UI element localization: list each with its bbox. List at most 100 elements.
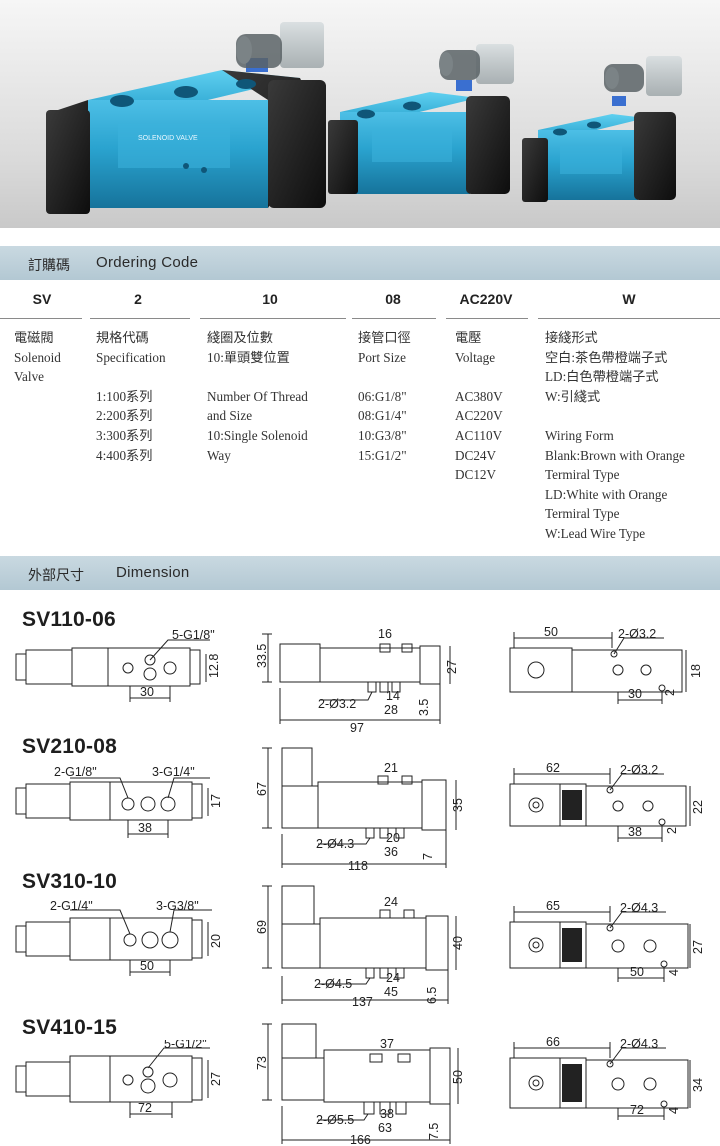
solenoid-valves-illustration: SOLENOID VALVE bbox=[46, 22, 682, 214]
code-line-item: 電壓 bbox=[455, 330, 482, 345]
code-line-item: Termiral Type bbox=[545, 467, 620, 483]
model-title-sv110: SV110-06 bbox=[22, 608, 116, 631]
sv310-side-coil: 69 bbox=[256, 920, 269, 934]
valve-large: SOLENOID VALVE bbox=[46, 22, 326, 214]
sv210-bottom-f: 2 bbox=[665, 827, 679, 834]
sv210-bottom-h: 22 bbox=[691, 800, 705, 814]
code-line-item: 10:Single Solenoid bbox=[207, 427, 308, 443]
sv410-side-total: 166 bbox=[350, 1133, 371, 1146]
model-title-sv210: SV210-08 bbox=[22, 735, 118, 758]
ordering-code-title-en: Ordering Code bbox=[96, 254, 199, 271]
product-photo: SOLENOID VALVE bbox=[0, 0, 720, 228]
code-line-item: DC24V bbox=[455, 447, 497, 463]
sv310-top-view: 2-G1/4" 3-G3/8" 50 20 bbox=[10, 899, 230, 989]
sv410-side-d2: 63 bbox=[378, 1121, 392, 1135]
model-title-sv410: SV410-15 bbox=[22, 1016, 118, 1039]
code-line-item: AC110V bbox=[455, 427, 503, 443]
sv410-bottom-holes: 2-Ø4.3 bbox=[620, 1037, 658, 1051]
sv410-bottom-h: 34 bbox=[691, 1078, 705, 1092]
sv310-bottom-holes: 2-Ø4.3 bbox=[620, 901, 658, 915]
code-head-coil: 10 bbox=[262, 291, 278, 307]
sv210-side-foot: 7 bbox=[421, 853, 435, 860]
sv110-top-port: 5-G1/8" bbox=[172, 630, 215, 642]
ordering-code-title-cn: 訂購碼 bbox=[28, 258, 70, 274]
code-line-item bbox=[358, 367, 411, 387]
code-head-wiring: W bbox=[622, 291, 636, 307]
sv110-side-d1: 14 bbox=[386, 689, 400, 703]
sv210-top-height: 17 bbox=[209, 794, 223, 808]
sv410-top-port: 5-G1/2" bbox=[164, 1040, 207, 1051]
code-line-item: Way bbox=[207, 447, 231, 463]
code-head-port: 08 bbox=[385, 291, 401, 307]
code-line-item: 15:G1/2" bbox=[358, 447, 407, 463]
code-underline-sv bbox=[0, 318, 82, 319]
code-line-item: Termiral Type bbox=[545, 506, 620, 522]
sv310-bottom-f: 4 bbox=[667, 969, 681, 976]
sv310-side-d1: 24 bbox=[386, 971, 400, 985]
sv110-bottom-f: 2 bbox=[663, 689, 677, 696]
code-line-item: Solenoid bbox=[14, 349, 61, 365]
sv310-side-holes: 2-Ø4.5 bbox=[314, 977, 352, 991]
sv110-side-foot: 3.5 bbox=[417, 699, 431, 716]
sv410-side-coil: 73 bbox=[256, 1056, 269, 1070]
sv310-side-pitch: 24 bbox=[384, 895, 398, 909]
code-line-item: 2:200系列 bbox=[96, 408, 153, 424]
code-line-item: Number Of Thread bbox=[207, 388, 308, 404]
sv210-side-d1: 20 bbox=[386, 831, 400, 845]
code-line-item: 綫圈及位數 bbox=[207, 330, 273, 345]
code-line-item: 08:G1/4" bbox=[358, 408, 407, 424]
sv410-bottom-w: 72 bbox=[630, 1103, 644, 1117]
sv410-side-holes: 2-Ø5.5 bbox=[316, 1113, 354, 1127]
sv210-side-total: 118 bbox=[348, 859, 368, 872]
code-line-item: 規格代碼 bbox=[96, 330, 149, 345]
valve-small bbox=[522, 56, 682, 202]
sv410-side-height: 50 bbox=[451, 1070, 465, 1084]
code-head-voltage: AC220V bbox=[459, 291, 513, 307]
sv110-side-coil: 33.5 bbox=[256, 644, 269, 668]
sv110-top-height: 12.8 bbox=[207, 654, 221, 678]
code-line-item: 06:G1/8" bbox=[358, 388, 407, 404]
sv210-top-view: 2-G1/8" 3-G1/4" 38 17 bbox=[10, 764, 230, 849]
sv410-bottom-f: 4 bbox=[667, 1107, 681, 1114]
code-line-item bbox=[96, 367, 166, 387]
valve-label-large: SOLENOID VALVE bbox=[138, 135, 198, 142]
code-underline-spec bbox=[90, 318, 190, 319]
sv210-side-pitch: 21 bbox=[384, 761, 398, 775]
sv110-bottom-len: 50 bbox=[544, 626, 558, 639]
code-line-item: 3:300系列 bbox=[96, 427, 153, 443]
code-underline-wiring bbox=[538, 318, 720, 319]
code-head-spec: 2 bbox=[134, 291, 142, 307]
sv210-side-coil: 67 bbox=[256, 782, 269, 796]
code-line-item: 4:400系列 bbox=[96, 447, 153, 463]
code-line-item: Specification bbox=[96, 349, 166, 365]
sv310-side-foot: 6.5 bbox=[425, 987, 439, 1004]
sv110-side-d2: 28 bbox=[384, 703, 398, 717]
sv310-side-view: 24 40 69 2-Ø4.5 24 45 6.5 137 bbox=[255, 882, 466, 1013]
sv210-bottom-holes: 2-Ø3.2 bbox=[620, 763, 658, 777]
sv310-top-width: 50 bbox=[140, 959, 154, 973]
sv210-bottom-w: 38 bbox=[628, 825, 642, 839]
sv410-bottom-len: 66 bbox=[546, 1036, 560, 1049]
valve-medium bbox=[328, 44, 514, 194]
dimension-title-en: Dimension bbox=[116, 564, 190, 581]
sv310-top-port-right: 3-G3/8" bbox=[156, 900, 199, 913]
sv310-top-port-left: 2-G1/4" bbox=[50, 900, 93, 913]
sv110-bottom-h: 18 bbox=[689, 664, 703, 678]
sv210-top-port-left: 2-G1/8" bbox=[54, 765, 97, 779]
sv410-side-view: 37 50 73 2-Ø5.5 38 63 7.5 166 bbox=[255, 1020, 466, 1146]
sv410-side-foot: 7.5 bbox=[427, 1123, 441, 1140]
model-title-sv310: SV310-10 bbox=[22, 870, 118, 893]
sv210-bottom-view: 62 2-Ø3.2 22 38 2 bbox=[500, 761, 710, 851]
dimension-section-bar: 外部尺寸 Dimension bbox=[0, 556, 720, 590]
dimension-title-cn: 外部尺寸 bbox=[28, 568, 84, 584]
code-line-item bbox=[207, 367, 308, 387]
sv310-bottom-len: 65 bbox=[546, 900, 560, 913]
code-line-item: 10:G3/8" bbox=[358, 427, 407, 443]
sv310-bottom-w: 50 bbox=[630, 965, 644, 979]
code-line-item: Blank:Brown with Orange bbox=[545, 447, 685, 463]
code-line-item: Valve bbox=[14, 369, 45, 385]
